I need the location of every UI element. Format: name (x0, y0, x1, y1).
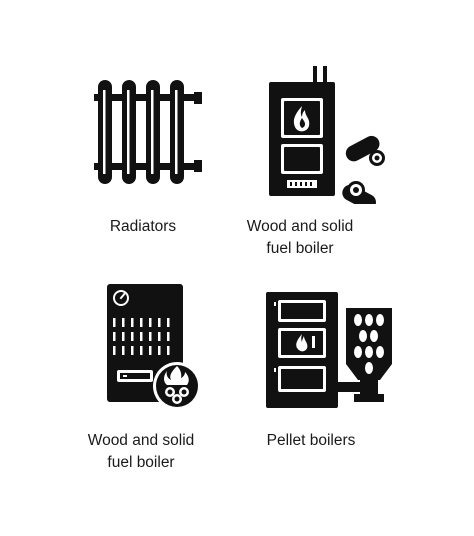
radiators-label: Radiators (109, 218, 177, 235)
wood-solid-fuel-boiler-icon (269, 66, 385, 204)
pellet-boiler-icon (266, 292, 392, 408)
wood-solid-fuel-boiler-label: Wood and solid fuel boiler (246, 218, 354, 257)
radiator-icon (94, 80, 202, 184)
pellet-boilers-label: Pellet boilers (266, 432, 356, 449)
wood-solid-fuel-boiler-gauge-label: Wood and solid fuel boiler (87, 432, 195, 471)
wood-solid-fuel-boiler-gauge-icon (107, 284, 201, 410)
